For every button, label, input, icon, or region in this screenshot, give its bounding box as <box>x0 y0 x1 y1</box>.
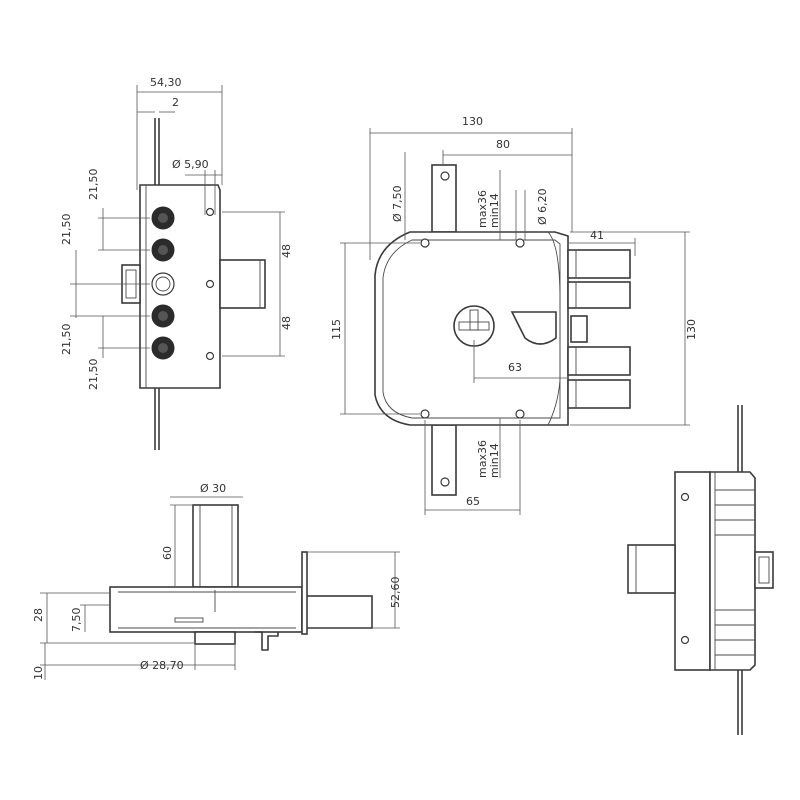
dim-label-cyl-dia: Ø 30 <box>200 482 226 495</box>
dim-label-pin-2: 21,50 <box>60 214 73 246</box>
dim-label-backset-top-min: min14 <box>488 193 501 228</box>
bottom-bolt <box>301 595 373 629</box>
right-view-plate <box>674 471 711 671</box>
dim-label-63: 63 <box>508 361 522 374</box>
dim-label-hole-dia: Ø 5,90 <box>172 158 209 171</box>
dim-label-7-50: 7,50 <box>70 608 83 633</box>
right-view-cylinder <box>627 544 676 594</box>
dim-label-60: 60 <box>161 546 174 560</box>
bottom-body <box>109 586 303 633</box>
dim-label-backset-bottom-max: max36 <box>476 440 489 478</box>
bottom-view: Ø 30 60 28 7,50 10 52,60 Ø 28,70 <box>32 482 402 680</box>
left-edge-view: 54,30 2 Ø 5,90 21,50 21,50 21,50 21,50 4… <box>60 76 293 450</box>
right-side-view <box>627 405 774 735</box>
dim-label-28: 28 <box>32 608 45 622</box>
right-view-body <box>709 471 756 671</box>
dim-label-bolt-upper: 48 <box>280 244 293 258</box>
front-latch <box>510 311 557 345</box>
dim-label-54-30: 54,30 <box>150 76 182 89</box>
dim-label-130-width: 130 <box>462 115 483 128</box>
dim-label-backset-bottom-min: min14 <box>488 443 501 478</box>
dim-label-backset-top-max: max36 <box>476 190 489 228</box>
dim-label-80: 80 <box>496 138 510 151</box>
dim-label-rosette: Ø 28,70 <box>140 659 184 672</box>
dim-label-65: 65 <box>466 495 480 508</box>
dim-label-bolt-lower: 48 <box>280 316 293 330</box>
dim-label-52-60: 52,60 <box>389 577 402 609</box>
bottom-cylinder <box>192 504 239 588</box>
dim-label-41: 41 <box>590 229 604 242</box>
left-view-pins <box>151 206 175 360</box>
dim-label-pin-3: 21,50 <box>60 324 73 356</box>
front-view: 130 80 Ø 7,50 max36 min14 Ø 6,20 41 115 … <box>330 115 698 515</box>
dim-label-plate: 2 <box>172 96 179 109</box>
dim-label-hole-7-50: Ø 7,50 <box>391 185 404 222</box>
left-view-bolt <box>219 259 266 309</box>
dim-label-pin-4: 21,50 <box>87 359 100 391</box>
dim-label-hole-6-20: Ø 6,20 <box>536 188 549 225</box>
dim-label-115: 115 <box>330 319 343 340</box>
dim-label-130-height: 130 <box>685 319 698 340</box>
right-view-latch <box>754 551 774 589</box>
dim-label-pin-1: 21,50 <box>87 169 100 201</box>
front-bolts <box>567 249 631 409</box>
dim-label-10: 10 <box>32 666 45 680</box>
